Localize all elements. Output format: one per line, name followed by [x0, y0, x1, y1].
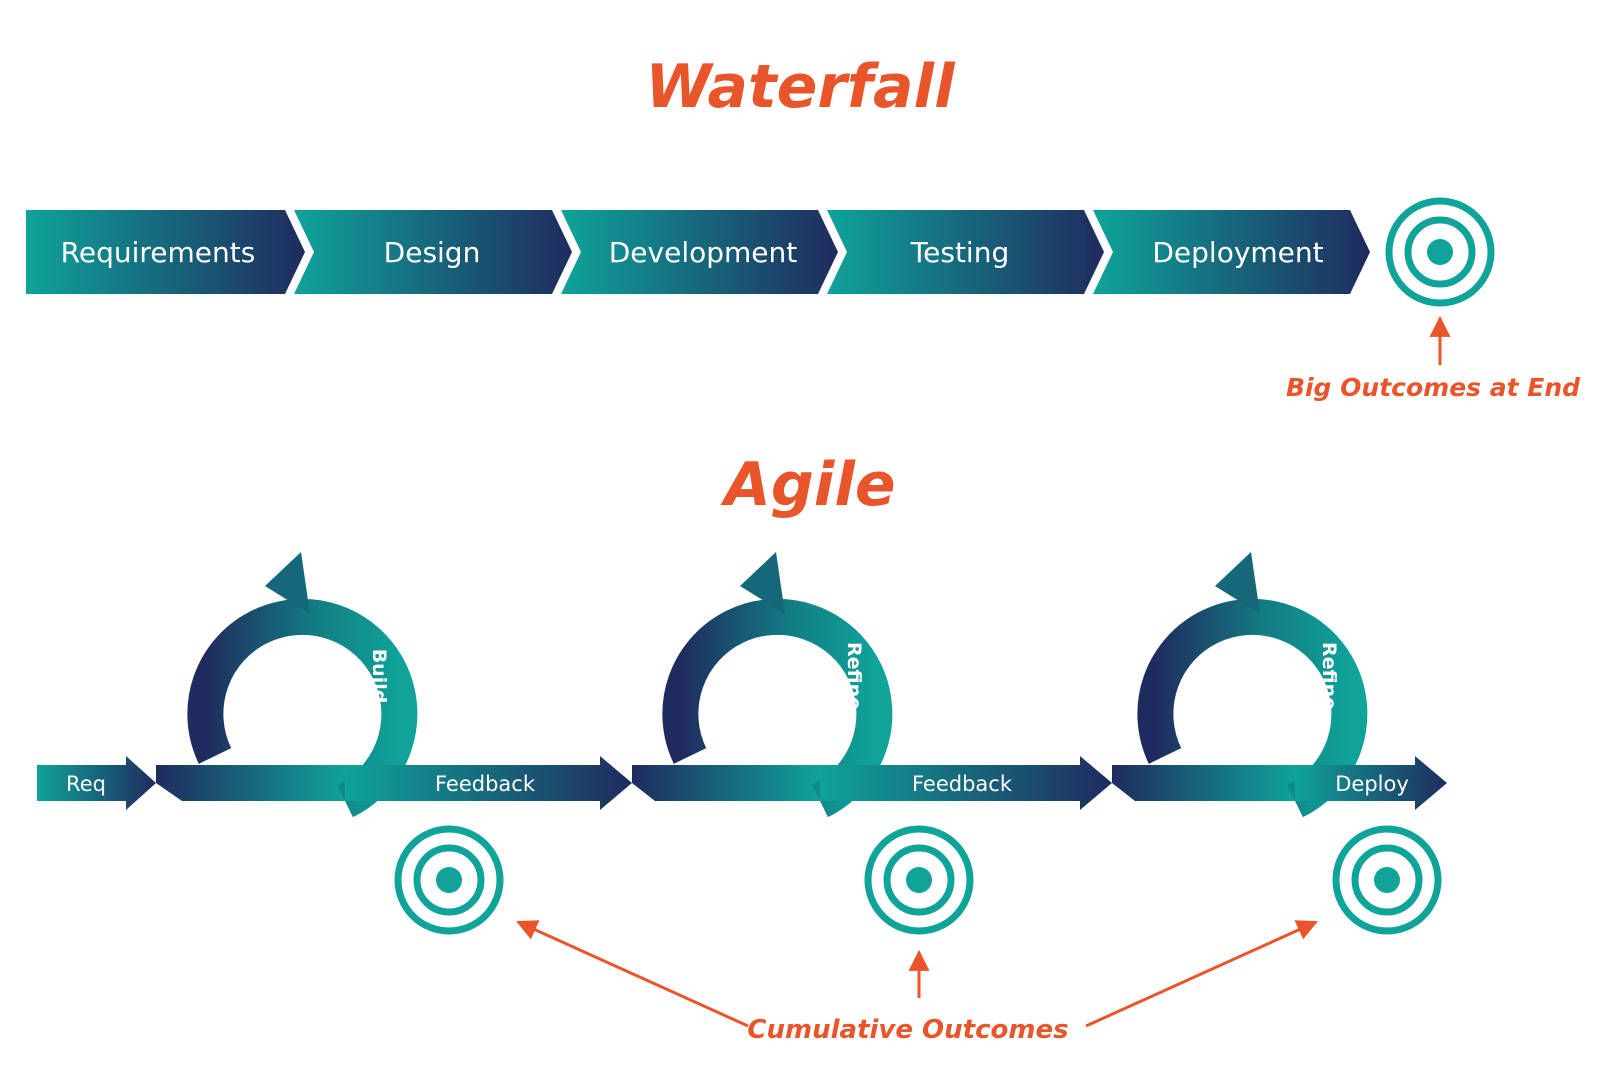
waterfall-stage-deployment: Deployment [1093, 210, 1370, 294]
target-icon [394, 825, 504, 935]
target-icon [1385, 197, 1495, 307]
agile-feedback-arrow-1: Feedback [345, 756, 632, 810]
waterfall-stages: Requirements Design Development Testing … [26, 210, 1370, 294]
feedback-label: Feedback [912, 772, 1013, 796]
waterfall-stage-design: Design [294, 210, 572, 294]
stage-label: Testing [910, 236, 1009, 269]
loop-right-label: Build [368, 649, 390, 704]
loop-right-label: Refine [843, 642, 865, 710]
agile-flow: Req Refine Build Feedback Review Refine … [37, 552, 1447, 818]
loop-right-label: Refine [1318, 642, 1340, 710]
stage-label: Deployment [1152, 236, 1323, 269]
agile-deploy-arrow: Deploy [1295, 756, 1447, 810]
waterfall-stage-requirements: Requirements [26, 210, 305, 294]
big-outcomes-note: Big Outcomes at End [1286, 373, 1581, 402]
feedback-label: Feedback [435, 772, 536, 796]
agile-loop-1: Refine Build [156, 552, 418, 818]
agile-loop-3: Review Refine [1112, 552, 1368, 818]
waterfall-stage-development: Development [561, 210, 838, 294]
waterfall-stage-testing: Testing [827, 210, 1104, 294]
agile-req-arrow: Req [37, 756, 156, 810]
req-label: Req [66, 772, 106, 796]
deploy-label: Deploy [1335, 772, 1409, 796]
agile-loop-2: Review Refine [632, 552, 893, 818]
stage-label: Development [609, 236, 798, 269]
outcome-pointer-arrow [1085, 920, 1318, 1028]
loop-left-label: Review [1113, 638, 1135, 715]
agile-feedback-arrow-2: Feedback [820, 756, 1112, 810]
loop-left-label: Review [638, 638, 660, 715]
waterfall-title: Waterfall [645, 52, 956, 122]
outcome-pointer-arrow [516, 920, 749, 1028]
target-icon [864, 825, 974, 935]
loop-left-label: Refine [163, 642, 185, 710]
stage-label: Design [384, 236, 481, 269]
cumulative-outcomes-note: Cumulative Outcomes [747, 1015, 1068, 1045]
agile-title: Agile [720, 450, 895, 520]
stage-label: Requirements [61, 236, 256, 269]
target-icon [1332, 825, 1442, 935]
